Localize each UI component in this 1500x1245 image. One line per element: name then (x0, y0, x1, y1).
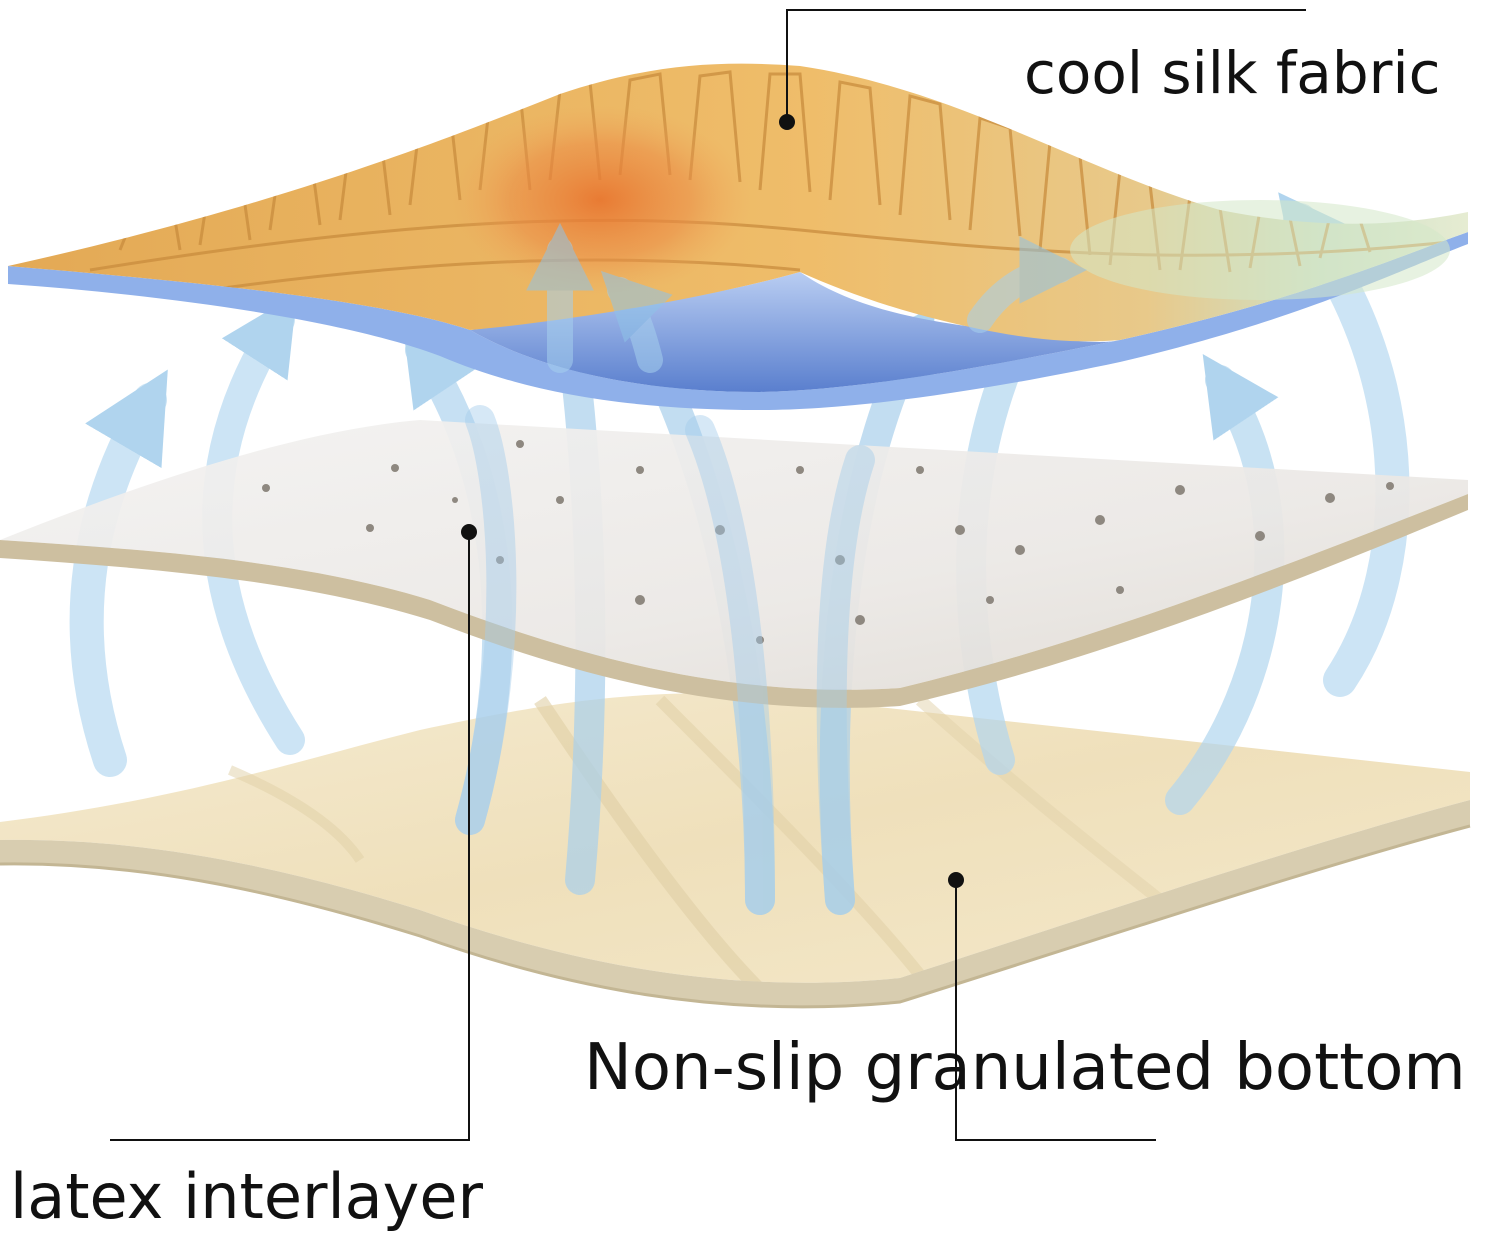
label-cool-silk-fabric: cool silk fabric (1024, 39, 1441, 107)
cool-silk-fabric-layer (8, 63, 1468, 410)
leader-lines (110, 9, 1306, 1141)
perforation-holes (262, 440, 1394, 644)
leader-line-latex (110, 532, 470, 1141)
curved-arrow-up-icon (967, 236, 1088, 333)
dot-marker-icon (461, 524, 477, 540)
label-non-slip-bottom: Non-slip granulated bottom (584, 1031, 1466, 1105)
label-latex-interlayer: latex interlayer (10, 1160, 483, 1233)
dot-marker-icon (948, 872, 964, 888)
leader-line-bottom (955, 880, 1156, 1141)
curved-arrow-up-icon (600, 270, 673, 373)
heat-hotspot (450, 105, 750, 295)
leader-line-silk (786, 9, 1306, 122)
airflow-arrows-front (526, 222, 1088, 373)
non-slip-bottom-layer (0, 693, 1471, 1009)
dot-marker-icon (779, 114, 795, 130)
latex-interlayer (0, 420, 1468, 708)
curved-arrow-up-icon (69, 369, 168, 777)
